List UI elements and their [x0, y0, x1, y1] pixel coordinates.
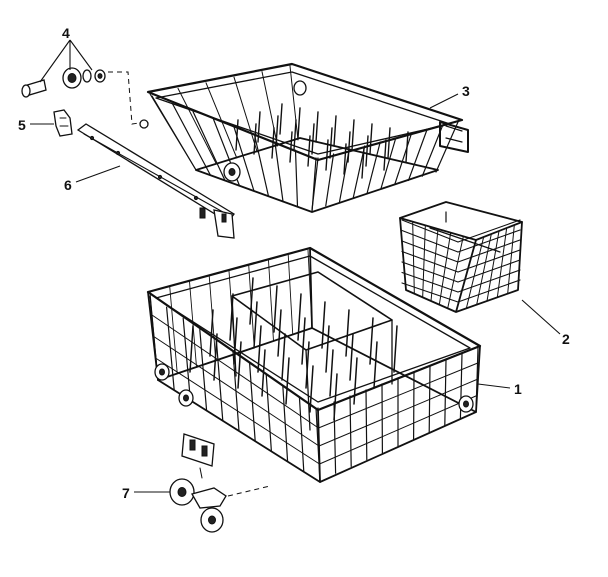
- callout-6: 6: [64, 177, 72, 193]
- callout-2: 2: [562, 331, 570, 347]
- rack-rail: [76, 123, 235, 239]
- lower-rack-wheel-assembly: [169, 433, 271, 533]
- callout-4: 4: [62, 25, 70, 41]
- callout-1: 1: [514, 381, 522, 397]
- callout-7: 7: [122, 485, 130, 501]
- callout-labels: 4 5 6 3 2 1 7: [18, 25, 570, 501]
- lower-dish-rack: [146, 246, 482, 483]
- roller-axle-assembly: [21, 67, 149, 129]
- callout-5: 5: [18, 117, 26, 133]
- silverware-basket: [399, 201, 523, 313]
- callout-3: 3: [462, 83, 470, 99]
- rail-end-stop: [53, 109, 73, 137]
- upper-dish-rack: [146, 62, 469, 213]
- leader-lines: [30, 39, 561, 493]
